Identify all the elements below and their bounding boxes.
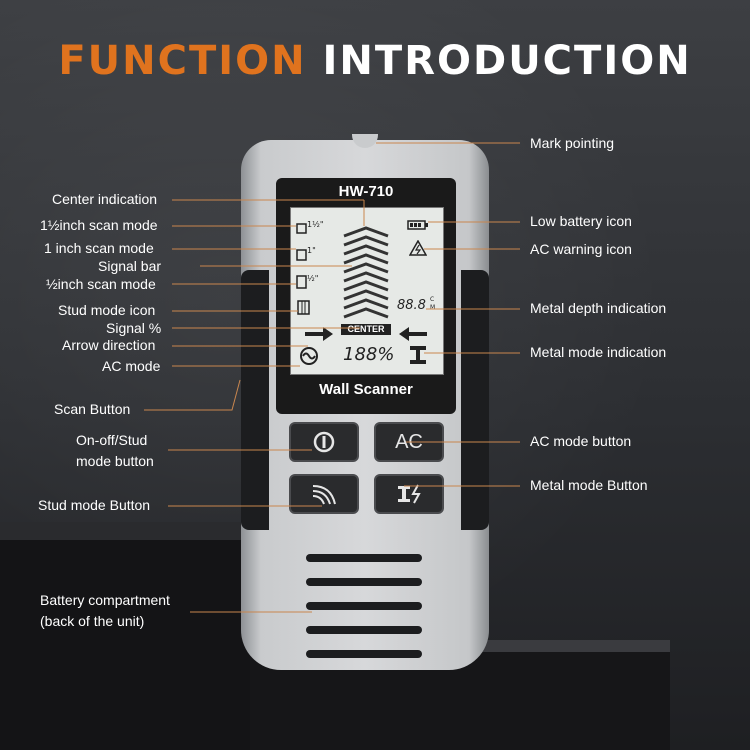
label-metal-depth: Metal depth indication [530, 300, 667, 316]
scan-half-icon: ½" [307, 274, 319, 283]
metal-mode-icon [410, 346, 426, 364]
label-metal-mode: Metal mode indication [530, 344, 667, 360]
depth-unit-m: M [430, 304, 436, 311]
label-scan-half: ½inch scan mode [46, 276, 156, 292]
left-arrow-icon [399, 327, 427, 341]
power-stud-button[interactable] [289, 422, 359, 462]
right-grip [461, 270, 489, 530]
label-low-battery: Low battery icon [530, 213, 632, 229]
right-arrow-icon [305, 327, 333, 341]
battery-icon [407, 220, 428, 230]
label-scan-button: Scan Button [54, 401, 131, 417]
metal-depth-value: 88.8 [397, 298, 426, 313]
scan-1-icon: 1" [307, 246, 316, 255]
grille-slot [306, 650, 422, 658]
metal-mode-button[interactable] [374, 474, 444, 514]
signal-bar [343, 226, 389, 319]
label-center-indication: Center indication [52, 191, 158, 207]
grille-slot [306, 626, 422, 634]
label-scan-1-5: 1½inch scan mode [40, 217, 158, 233]
label-ac-mode: AC mode [102, 358, 161, 374]
stud-mode-button[interactable] [289, 474, 359, 514]
label-metal-mode-button: Metal mode Button [530, 477, 648, 493]
title-part1: FUNCTION [58, 38, 307, 84]
ac-mode-icon [300, 347, 318, 365]
left-grip [241, 270, 269, 530]
mark-pointing-notch [352, 134, 378, 148]
label-ac-warning: AC warning icon [530, 241, 632, 257]
label-signal-percent: Signal % [106, 320, 162, 336]
grille-slot [306, 602, 422, 610]
shelf [0, 540, 250, 750]
stud-scan-icon [312, 485, 336, 505]
metal-icon [398, 484, 421, 504]
depth-unit-c: C [430, 296, 435, 303]
lcd-screen: 1½" 1" ½" CENTER 188% [290, 207, 444, 375]
brand-label: Wall Scanner [319, 381, 413, 398]
signal-percent: 188% [343, 344, 395, 365]
label-stud-mode-icon: Stud mode icon [58, 302, 156, 318]
scan-1-5-icon: 1½" [307, 220, 324, 229]
label-scan-1: 1 inch scan mode [44, 240, 154, 256]
power-icon [313, 431, 335, 453]
label-signal-bar: Signal bar [98, 258, 162, 274]
label-mark-pointing: Mark pointing [530, 135, 615, 151]
stud-mode-icon [297, 300, 310, 315]
shelf-top [0, 522, 258, 544]
scan-mode-icons [296, 223, 307, 289]
label-onoff-line1: On-off/Stud [76, 432, 148, 448]
label-onoff-line2: mode button [76, 453, 154, 469]
grille-slot [306, 578, 422, 586]
label-stud-mode-button: Stud mode Button [38, 497, 151, 513]
label-arrow-direction: Arrow direction [62, 337, 156, 353]
label-battery-line2: (back of the unit) [40, 613, 145, 629]
ac-warning-icon [409, 240, 427, 256]
title-part2: INTRODUCTION [322, 38, 692, 84]
center-indicator: CENTER [341, 324, 391, 335]
page-title: FUNCTION INTRODUCTION [0, 38, 750, 84]
model-name: HW-710 [338, 183, 394, 200]
label-battery-line1: Battery compartment [40, 592, 170, 608]
grille-slot [306, 554, 422, 562]
label-ac-mode-button: AC mode button [530, 433, 632, 449]
